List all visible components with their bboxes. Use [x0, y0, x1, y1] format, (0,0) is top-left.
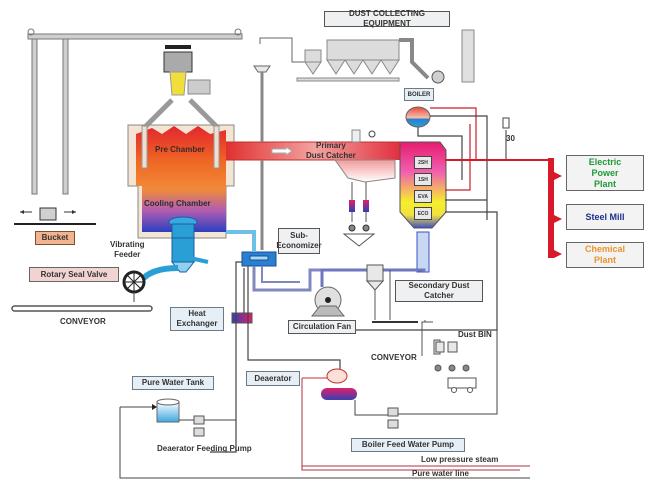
rotary-seal-valve-label: Rotary Seal Valve — [29, 267, 119, 282]
destination-steel-mill: Steel Mill — [566, 204, 644, 230]
heat-exchanger-label: Heat Exchanger — [170, 307, 224, 331]
water-lines — [210, 261, 341, 453]
primary-dust-catcher-label: Primary Dust Catcher — [306, 141, 356, 160]
dust-bin-unit — [421, 320, 477, 393]
cooling-chamber-label: Cooling Chamber — [144, 199, 211, 208]
boiler-section-eco: ECO — [414, 207, 432, 220]
secondary-dust-catcher-label: Secondary Dust Catcher — [395, 280, 483, 302]
boiler-section-2sh: 2SH — [414, 156, 432, 169]
number-30-label: 30 — [506, 134, 515, 143]
chimney-top — [253, 65, 271, 142]
boiler-label: BOILER — [404, 88, 434, 101]
destination-label: Electric Power Plant — [588, 156, 622, 189]
dust-bin-label: Dust BIN — [458, 330, 492, 339]
destination-chemical-plant: Chemical Plant — [566, 242, 644, 268]
boiler-feed-water-pump-label: Boiler Feed Water Pump — [351, 438, 465, 452]
quenching-chamber — [127, 98, 235, 239]
deaerator-feeding-pump-label: Deaerator Feeding Pump — [157, 444, 252, 453]
steam-header — [548, 158, 562, 258]
heat-exchanger-unit — [231, 312, 253, 324]
destination-electric-power-plant: Electric Power Plant — [566, 155, 644, 191]
secondary-dust-catcher-unit — [365, 264, 418, 323]
sub-economizer-unit — [226, 230, 322, 292]
pure-water-line-label: Pure water line — [412, 469, 469, 478]
conveyor-left-label: CONVEYOR — [60, 317, 106, 326]
dust-collecting-equipment-label: DUST COLLECTING EQUIPMENT — [324, 9, 450, 28]
primary-duct — [226, 129, 404, 183]
circulation-fan — [310, 268, 426, 317]
rotary-seal-valve-wheel — [122, 270, 146, 302]
low-pressure-steam-label: Low pressure steam — [421, 455, 499, 464]
dust-catcher-outlets — [342, 182, 376, 247]
destination-label: Chemical Plant — [584, 244, 626, 265]
steam-drum — [405, 106, 431, 128]
deaerator-unit — [301, 330, 520, 471]
crane — [27, 28, 243, 195]
charging-device — [163, 45, 211, 96]
bucket-car — [14, 207, 96, 225]
instrument-30 — [502, 117, 510, 129]
bucket-label: Bucket — [35, 231, 75, 245]
conveyor-right-label: CONVEYOR — [371, 353, 417, 362]
destination-label: Steel Mill — [585, 211, 625, 222]
boiler-section-1sh: 1SH — [414, 173, 432, 186]
discharge-feeder — [137, 237, 209, 284]
deaerator-label: Deaerator — [246, 371, 300, 386]
sub-economizer-label: Sub- Economizer — [276, 228, 322, 254]
pure-water-tank-label: Pure Water Tank — [132, 376, 214, 390]
circulation-fan-label: Circulation Fan — [288, 320, 356, 334]
vibrating-feeder-label: Vibrating Feeder — [110, 240, 145, 259]
conveyor-left-belt — [11, 305, 153, 312]
pre-chamber-label: Pre Chamber — [155, 145, 205, 154]
dust-collector — [259, 29, 475, 84]
boiler-section-eva: EVA — [414, 190, 432, 203]
